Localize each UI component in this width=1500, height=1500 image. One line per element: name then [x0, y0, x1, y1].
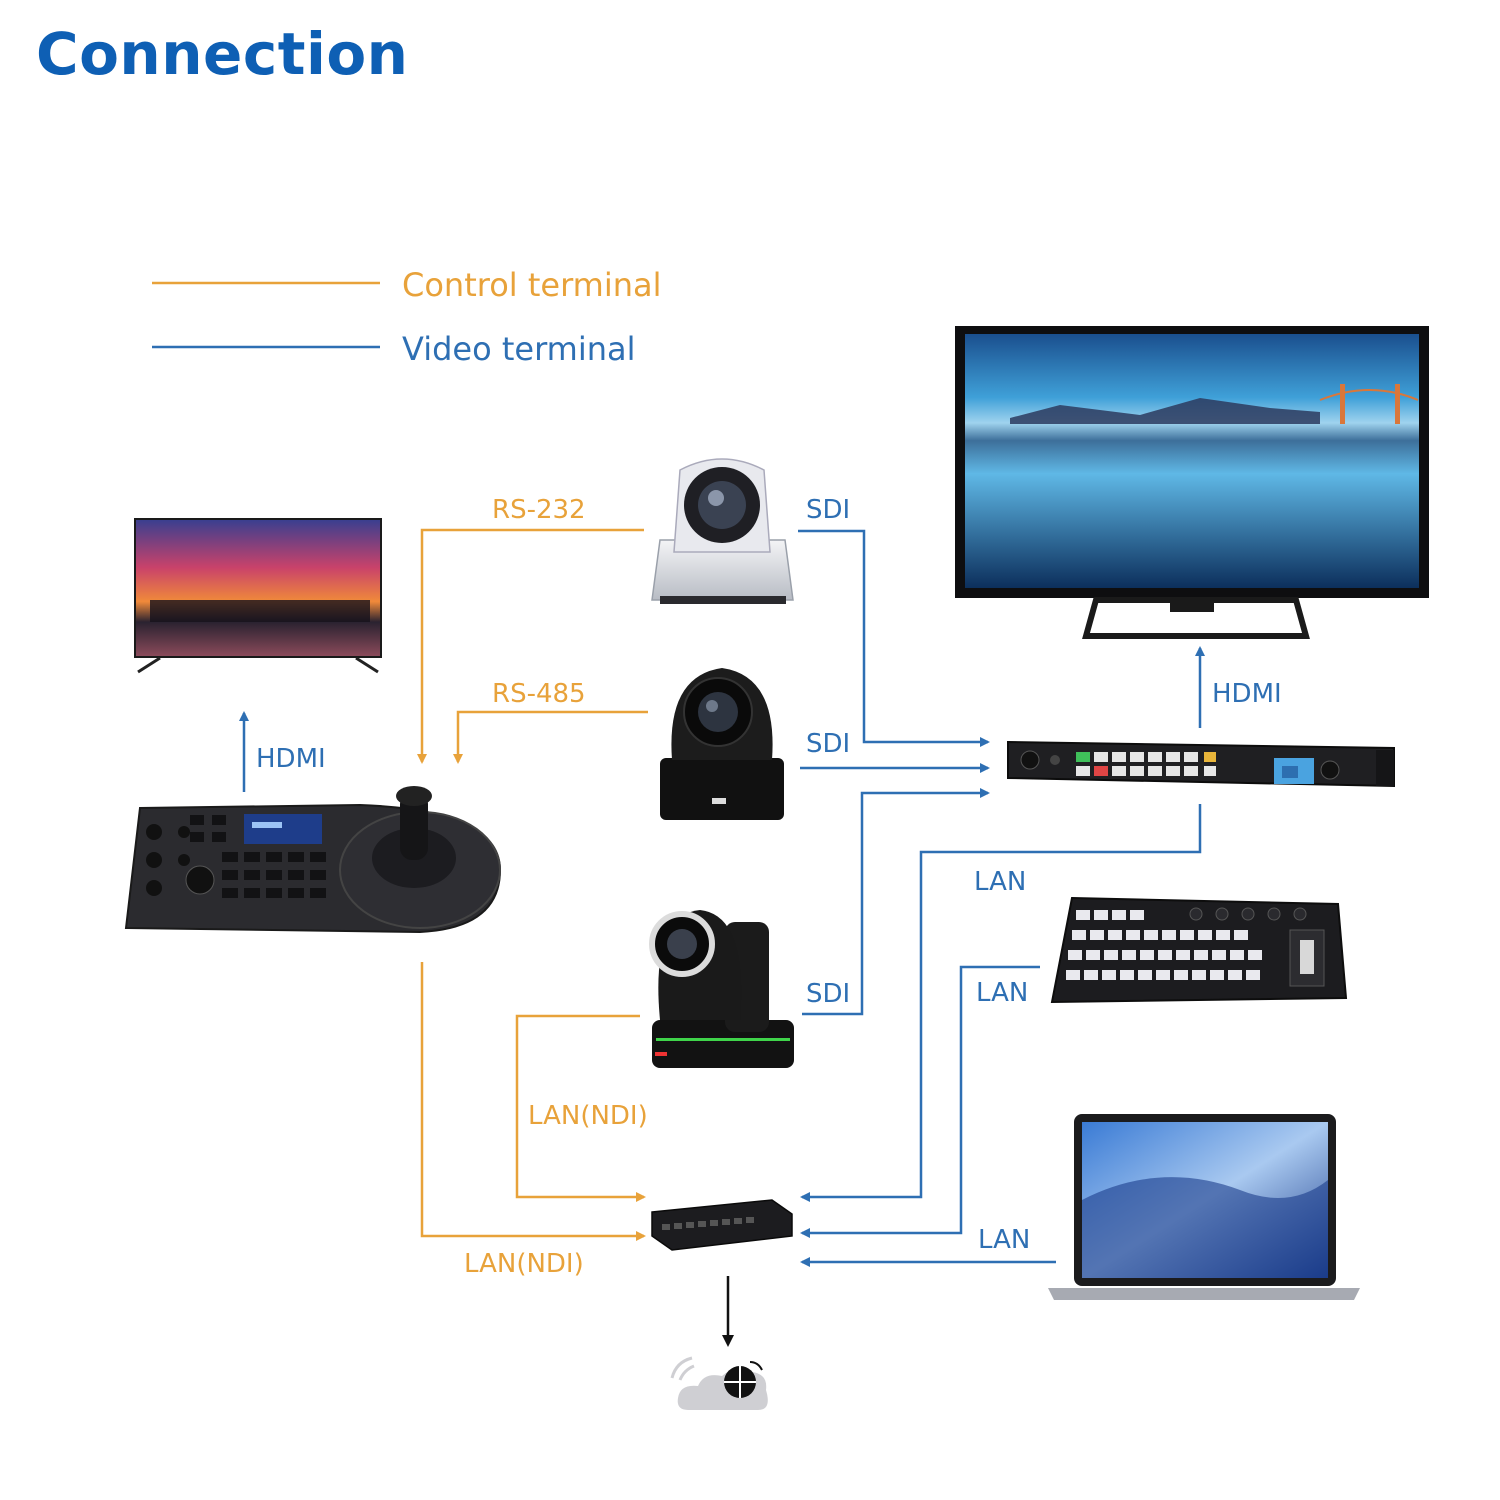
hdmi-monitor-label: HDMI — [1212, 679, 1282, 709]
sdi-1-line — [798, 529, 990, 747]
camera-icon — [660, 668, 784, 820]
legend: Control terminal Video terminal — [152, 266, 662, 368]
lan-2-label: LAN — [976, 978, 1028, 1008]
page-title: Connection — [36, 20, 409, 88]
sdi-1-label: SDI — [806, 495, 850, 525]
joystick-controller-icon — [124, 786, 502, 934]
lan-switcher-line — [800, 804, 1202, 1202]
control-panel-icon — [1050, 896, 1348, 1004]
sdi-3-label: SDI — [806, 979, 850, 1009]
tv-icon — [134, 518, 382, 674]
sdi-3-line — [802, 788, 990, 1016]
rs485-line — [453, 710, 648, 764]
network-switch-icon — [651, 1199, 793, 1251]
lan-ndi-controller-label: LAN(NDI) — [464, 1249, 584, 1279]
rs232-line — [417, 528, 644, 764]
lan-panel-line — [800, 965, 1040, 1238]
switcher-icon — [1007, 740, 1395, 788]
rs485-label: RS-485 — [492, 679, 586, 709]
ndi-camera-line — [515, 1014, 646, 1202]
monitor-icon — [955, 326, 1429, 639]
cloud-globe-icon — [670, 1356, 768, 1410]
lan-1-label: LAN — [974, 867, 1026, 897]
legend-control-label: Control terminal — [402, 266, 662, 304]
lan-ndi-camera-label: LAN(NDI) — [528, 1101, 648, 1131]
laptop-icon — [1048, 1114, 1360, 1300]
legend-video-label: Video terminal — [402, 330, 636, 368]
ndi-controller-line — [420, 962, 646, 1241]
camera-icon — [649, 910, 794, 1068]
lan-3-label: LAN — [978, 1225, 1030, 1255]
camera-icon — [651, 458, 794, 604]
hdmi-tv-label: HDMI — [256, 744, 326, 774]
rs232-label: RS-232 — [492, 495, 586, 525]
sdi-2-label: SDI — [806, 729, 850, 759]
